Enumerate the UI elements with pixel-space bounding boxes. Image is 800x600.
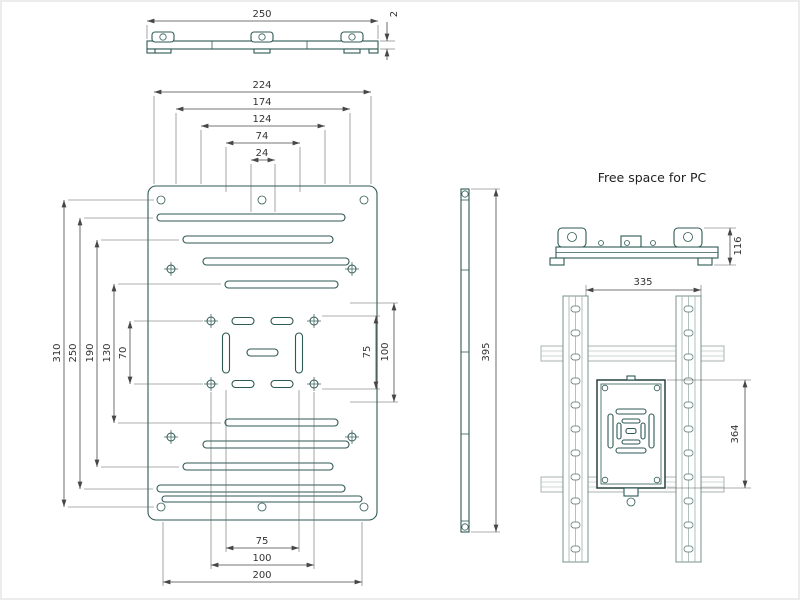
pc-front-view: 335: [540, 277, 751, 563]
dim-75-vert: 75: [362, 346, 373, 359]
clip-left: [151, 31, 175, 54]
dim-75-horiz: 75: [256, 536, 269, 547]
dim-100-horiz: 100: [252, 553, 271, 564]
dim-70: 70: [118, 347, 129, 360]
plate-side-view: 395: [460, 188, 500, 533]
dim-130: 130: [102, 343, 113, 362]
dim-24: 24: [256, 148, 269, 159]
dim-335: 335: [633, 277, 652, 288]
rail-left: [562, 295, 589, 563]
free-space-label: Free space for PC: [598, 170, 707, 185]
pc-space-views: Free space for PC 116: [540, 170, 751, 563]
dim-74: 74: [256, 131, 269, 142]
dim-395: 395: [481, 342, 492, 361]
dim-190: 190: [85, 343, 96, 362]
vesa-plate: [596, 375, 666, 507]
rail-right: [675, 295, 702, 563]
dim-364: 364: [730, 424, 741, 443]
clip-center: [250, 31, 274, 54]
dim-116: 116: [733, 236, 744, 255]
clip-right: [340, 31, 364, 54]
dim-100-vert: 100: [380, 342, 391, 361]
dim-250-left: 250: [68, 343, 79, 362]
dim-174: 174: [252, 97, 271, 108]
dim-310: 310: [52, 343, 63, 362]
pc-top-view: 116: [549, 227, 744, 266]
plate-top-view: 250 2: [146, 9, 400, 60]
dim-124: 124: [252, 114, 271, 125]
plate-front-view: 224 174 124 74 24 310 250 190 130: [52, 80, 398, 586]
dim-200: 200: [252, 570, 271, 581]
dim-top-width: 250: [252, 9, 271, 20]
dim-thickness: 2: [389, 11, 400, 17]
dim-224: 224: [252, 80, 271, 91]
